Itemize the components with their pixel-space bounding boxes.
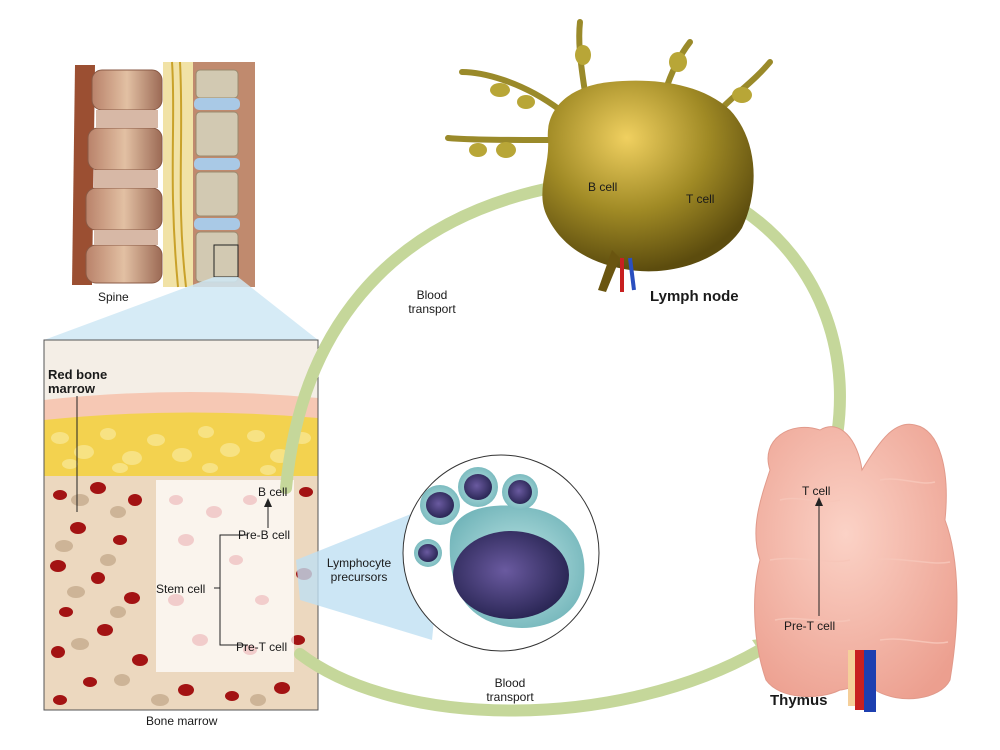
stem-cell-label: Stem cell [156,582,206,596]
stem-cell-bracket [219,534,248,646]
blood-transport-arrow-top [280,180,566,494]
blood-transport-bottom-label-2: transport [486,690,534,704]
b-cell-marrow-label: B cell [258,485,288,499]
pre-t-cell-marrow-label: Pre-T cell [236,640,288,654]
bone-marrow-label: Bone marrow [146,714,218,728]
bone-marrow-box [43,339,319,711]
spine-illustration [70,61,260,288]
lymphocyte-label-1: Lymphocyte [326,556,392,570]
red-bone-marrow-label-2: marrow [48,381,95,396]
pre-b-cell-label: Pre-B cell [238,528,291,542]
lymphocyte-label-2: precursors [330,570,388,584]
t-cell-thymus-label: T cell [802,484,831,498]
b-cell-node-label: B cell [588,180,618,194]
lymphocyte-precursors-circle [402,454,600,652]
spine-label: Spine [98,290,129,304]
thymus-label: Thymus [770,692,828,709]
t-cell-node-label: T cell [686,192,715,206]
blood-transport-arrow-bottom [294,644,766,717]
blood-transport-top-label-1: Blood [416,288,448,302]
thymus-illustration [754,423,958,712]
red-bone-marrow-label-1: Red bone [48,367,108,382]
zoom-callout [44,277,318,340]
t-cell-return-arrow [734,202,846,474]
lymph-node-illustration [445,19,773,292]
blood-transport-bottom-label-1: Blood [494,676,526,690]
pre-t-cell-thymus-label: Pre-T cell [784,619,836,633]
blood-transport-top-label-2: transport [408,302,456,316]
lymph-node-label: Lymph node [650,288,739,305]
